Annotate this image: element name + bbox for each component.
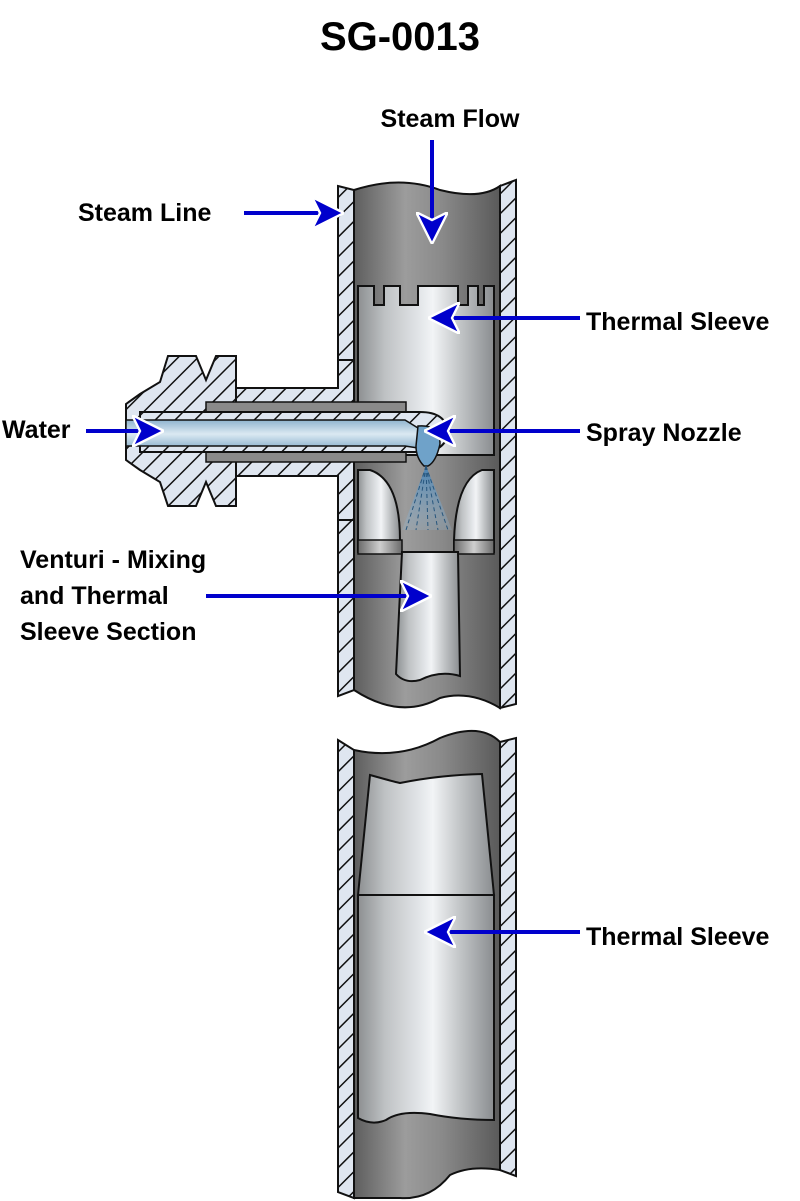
label-steam-flow: Steam Flow: [381, 105, 520, 133]
label-venturi-line1: Venturi - Mixing: [20, 546, 206, 574]
label-thermal-sleeve-lower: Thermal Sleeve: [586, 923, 770, 951]
sleeve-taper: [356, 772, 496, 896]
branch-body-bottom: [235, 457, 355, 521]
water-inlet-assembly: [125, 355, 450, 521]
sleeve-body: [357, 894, 495, 1124]
mixing-tube: [394, 551, 462, 683]
pipe-wall-right-upper: [499, 178, 517, 710]
spray-cone: [402, 465, 452, 531]
venturi-band-left: [357, 539, 403, 555]
label-arrows: [86, 140, 580, 932]
label-thermal-sleeve-upper: Thermal Sleeve: [586, 308, 770, 336]
thermal-sleeve-lower: [356, 772, 496, 1124]
label-spray-nozzle: Spray Nozzle: [586, 419, 742, 447]
label-steam-line: Steam Line: [78, 199, 211, 227]
venturi-band-right: [453, 539, 495, 555]
label-water: Water: [2, 416, 71, 444]
label-venturi-line3: Sleeve Section: [20, 618, 196, 646]
pipe-wall-right-lower: [499, 736, 517, 1178]
pipe-wall-left-lower: [337, 738, 355, 1200]
label-venturi-line2: and Thermal: [20, 582, 169, 610]
branch-body-top: [235, 359, 355, 407]
water-channel: [125, 419, 441, 449]
diagram-title: SG-0013: [320, 15, 480, 59]
